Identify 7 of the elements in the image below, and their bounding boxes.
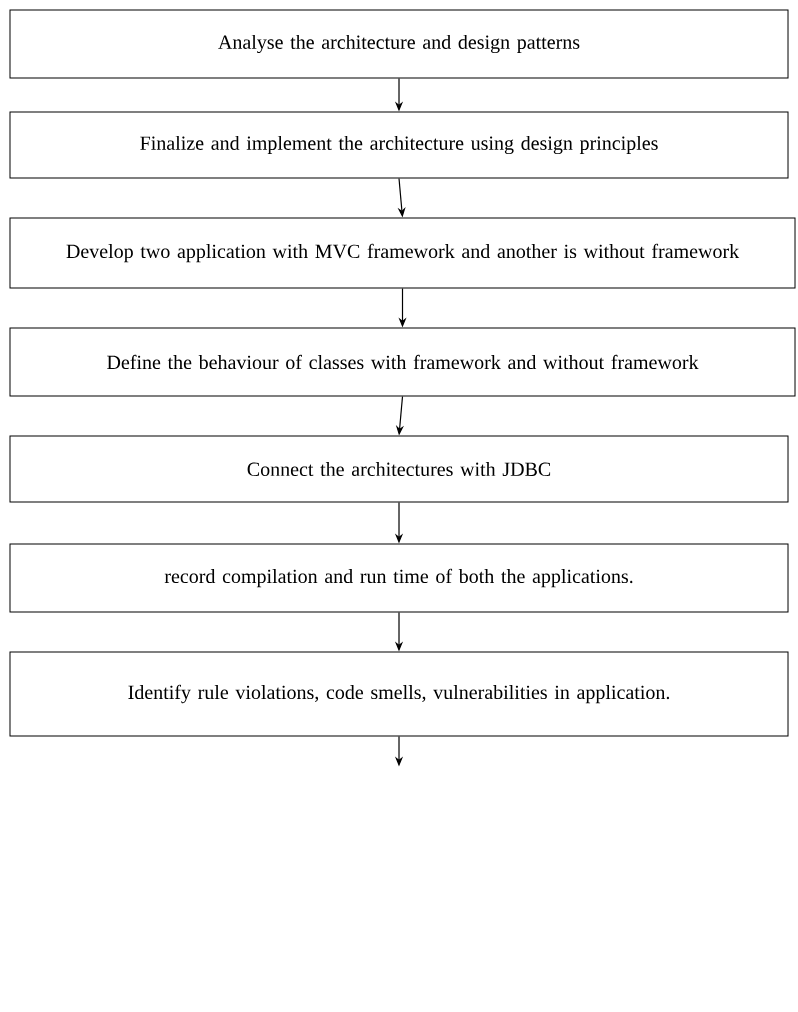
process-box: Analyse the architecture and design patterns — [9, 9, 789, 79]
process-box: record compilation and run time of both the applications. — [9, 543, 789, 613]
process-box: Define the behaviour of classes with framework and without framework — [9, 327, 796, 397]
process-box: Identify rule violations, code smells, vulnerabilities in application. — [9, 651, 789, 737]
process-box: Connect the architectures with JDBC — [9, 435, 789, 503]
process-box: Finalize and implement the architecture using design principles — [9, 111, 789, 179]
process-box: Develop two application with MVC framework and another is without framework — [9, 217, 796, 289]
